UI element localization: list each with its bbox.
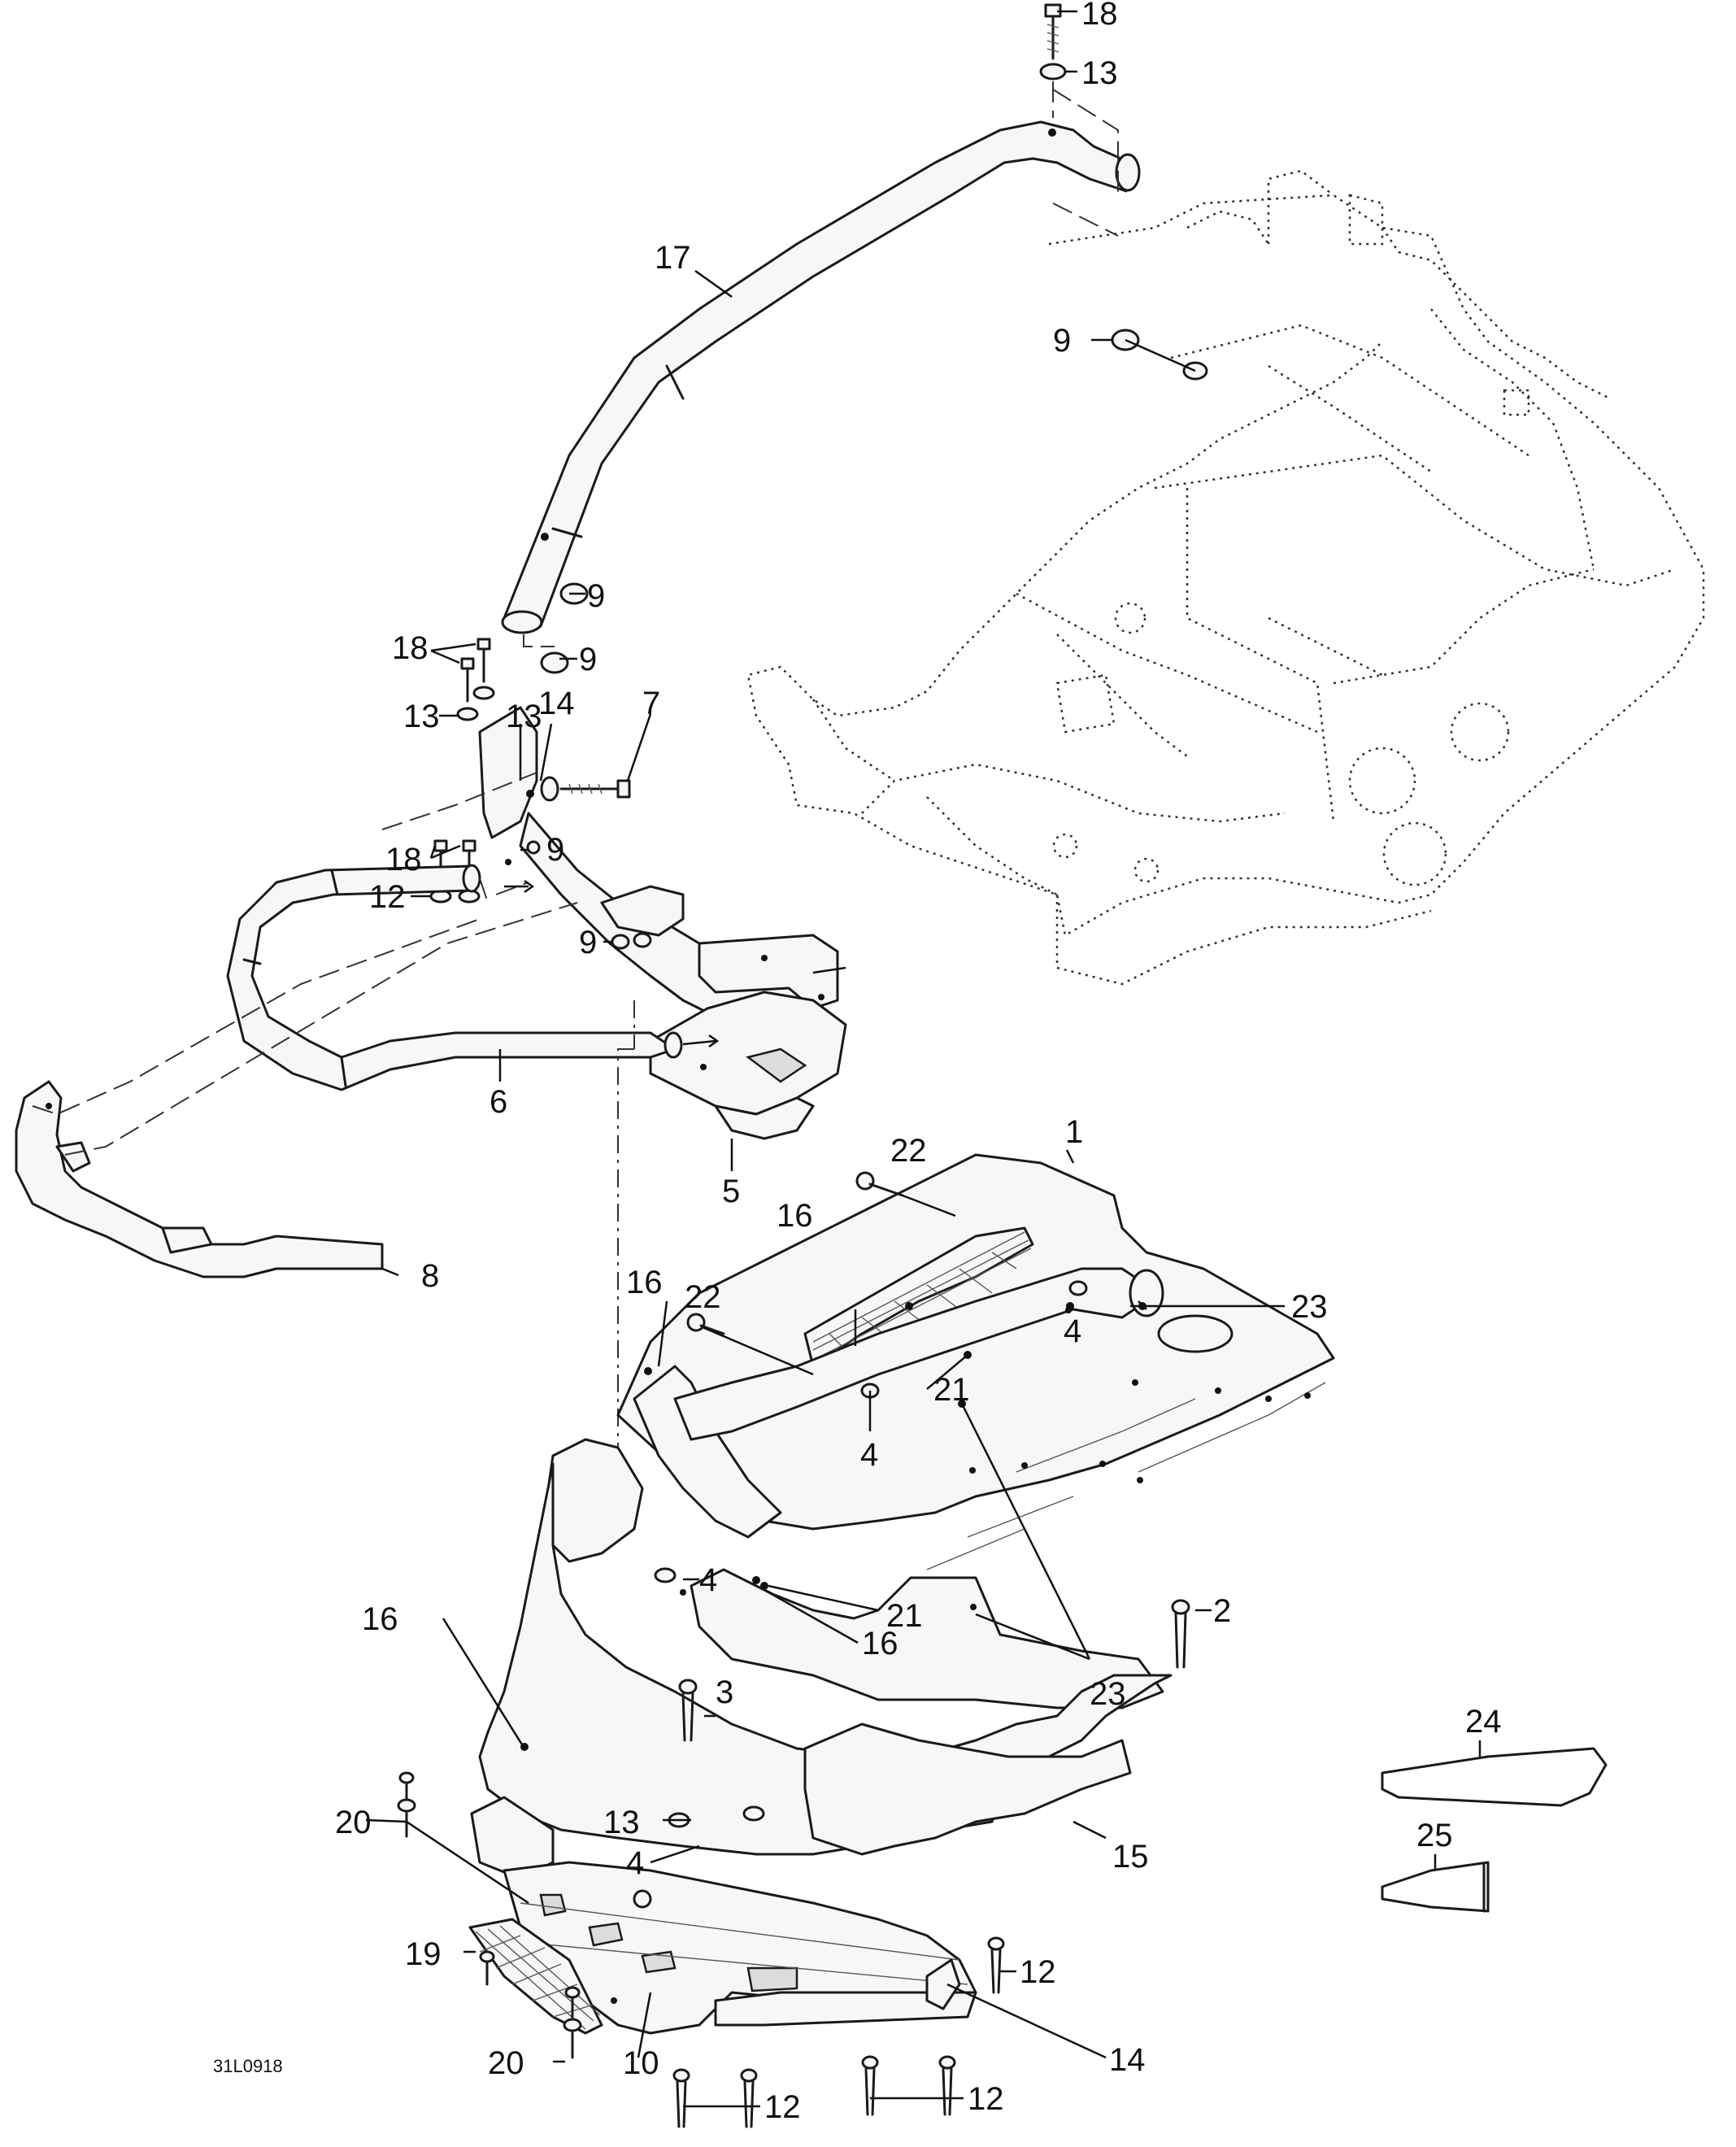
callout-23-top: 23 [1291, 1289, 1328, 1325]
callout-12-bottom-a: 12 [764, 2089, 801, 2125]
front-bracket-assembly [478, 706, 847, 1140]
callout-16-mid-left: 16 [362, 1601, 398, 1637]
callout-15: 15 [1112, 1839, 1149, 1875]
nut-9-lower-a [611, 934, 630, 950]
callout-9-mid: 9 [546, 832, 564, 868]
rivets-12 [672, 1936, 1005, 2128]
callout-13-left: 13 [403, 699, 440, 734]
clip-20-bottom [479, 1950, 582, 2059]
main-nose-panel [470, 1153, 1335, 1880]
callout-16-top: 16 [777, 1198, 813, 1234]
rivet-3 [678, 1679, 698, 1742]
callout-4-left: 4 [699, 1562, 717, 1598]
callout-24: 24 [1465, 1704, 1502, 1740]
callout-14-top: 14 [538, 686, 575, 721]
callout-20-bottom: 20 [488, 2045, 524, 2081]
callout-12-left: 12 [369, 879, 406, 915]
callout-8: 8 [421, 1258, 439, 1294]
callout-13-low: 13 [603, 1805, 640, 1840]
callout-22-top: 22 [890, 1133, 927, 1169]
callout-9-low: 9 [579, 925, 597, 960]
callout-9-right: 9 [1053, 323, 1071, 359]
callout-17: 17 [655, 240, 691, 276]
callout-12-bottom-b: 12 [968, 2081, 1004, 2117]
callout-18-low: 18 [385, 842, 422, 878]
callout-19: 19 [405, 1936, 442, 1972]
figure-code: 31L0918 [213, 2056, 283, 2076]
callout-18-top: 18 [1081, 0, 1118, 32]
decal-25 [1381, 1861, 1490, 1913]
callout-13-top: 13 [1081, 55, 1118, 91]
rivet-2 [1171, 1599, 1190, 1669]
callout-22-left: 22 [685, 1279, 721, 1315]
callout-7: 7 [642, 686, 660, 721]
bracket-14-lower [925, 1958, 961, 2010]
front-bumper [15, 1080, 384, 1278]
bolt-18-top [1044, 3, 1062, 60]
callout-1: 1 [1065, 1114, 1083, 1150]
nut-9-right [1111, 329, 1208, 381]
callout-16-left: 16 [626, 1265, 663, 1300]
mesh-grill-19 [468, 1918, 603, 2035]
callout-3: 3 [716, 1674, 733, 1710]
nut-9-lower-b [633, 932, 652, 948]
callout-13-mid: 13 [506, 699, 542, 734]
rivet-22-top [855, 1171, 904, 1197]
callout-4-top: 4 [1064, 1313, 1081, 1349]
callout-labels: 18 13 17 9 9 9 18 13 13 14 7 18 9 12 9 6… [213, 0, 1502, 2125]
washer-13-top [1039, 63, 1067, 81]
callout-2: 2 [1213, 1593, 1231, 1629]
callout-6: 6 [489, 1084, 507, 1120]
callout-4-low: 4 [626, 1845, 644, 1881]
callout-9-upper-a: 9 [587, 578, 605, 614]
callout-12-right: 12 [1020, 1954, 1056, 1990]
chassis-frame [746, 169, 1705, 986]
decal-24 [1381, 1747, 1608, 1807]
handle-bar-upper [501, 120, 1141, 634]
rivet-22-left [686, 1313, 725, 1335]
callout-10: 10 [623, 2045, 659, 2081]
callout-16-mid: 16 [862, 1626, 898, 1661]
callout-18-mid: 18 [392, 630, 429, 666]
callout-9-upper-b: 9 [579, 642, 597, 677]
callout-23-mid: 23 [1090, 1676, 1126, 1712]
callout-4-mid: 4 [860, 1437, 878, 1473]
leader-lines [365, 10, 1481, 2108]
clip-20-top [397, 1771, 416, 1838]
callout-25: 25 [1416, 1818, 1453, 1853]
front-bumper-loop [226, 864, 683, 1091]
callout-21-mid: 21 [886, 1598, 923, 1634]
callout-14-low: 14 [1109, 2042, 1146, 2078]
callout-5: 5 [722, 1174, 740, 1209]
callout-20-top: 20 [335, 1805, 372, 1840]
callout-21-top: 21 [933, 1372, 970, 1408]
